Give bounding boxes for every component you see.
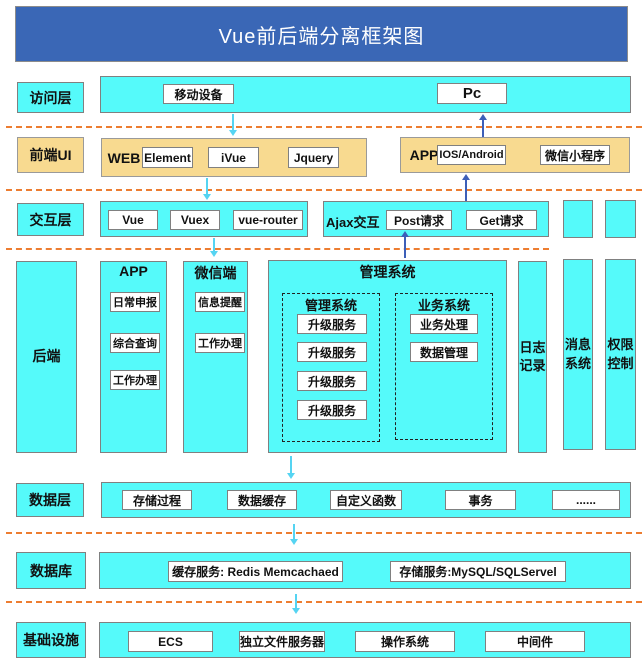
app-panel-title: APP bbox=[409, 147, 439, 163]
work-handling-box-wechat: 工作办理 bbox=[195, 333, 245, 353]
business-processing-box: 业务处理 bbox=[410, 314, 478, 334]
backend-app-column bbox=[100, 261, 167, 453]
work-handling-box-app: 工作办理 bbox=[110, 370, 160, 390]
data-cache-box: 数据缓存 bbox=[227, 490, 297, 510]
backend-app-title: APP bbox=[119, 263, 148, 279]
arrow-interaction-to-backend bbox=[210, 238, 218, 257]
comprehensive-query-box: 综合查询 bbox=[110, 333, 160, 353]
ios-android-box: IOS/Android bbox=[437, 145, 506, 165]
pc-box: Pc bbox=[437, 83, 507, 104]
layer-label-data: 数据层 bbox=[16, 483, 84, 517]
layer-label-interaction: 交互层 bbox=[17, 203, 84, 236]
ajax-panel-title: Ajax交互 bbox=[326, 215, 380, 230]
arrow-mgmt-to-post bbox=[401, 231, 409, 258]
mobile-device-box: 移动设备 bbox=[163, 84, 234, 104]
post-request-box: Post请求 bbox=[386, 210, 452, 230]
transaction-box: 事务 bbox=[445, 490, 516, 510]
get-request-box: Get请求 bbox=[466, 210, 537, 230]
arrow-post-to-ios bbox=[462, 174, 470, 201]
web-panel-title: WEB bbox=[107, 150, 141, 166]
info-reminder-box: 信息提醒 bbox=[195, 292, 245, 312]
ivue-box: iVue bbox=[208, 147, 259, 168]
daily-report-box: 日常申报 bbox=[110, 292, 160, 312]
layer-label-frontend-ui: 前端UI bbox=[17, 137, 84, 173]
operating-system-box: 操作系统 bbox=[355, 631, 455, 652]
backend-wechat-column bbox=[183, 261, 248, 453]
ecs-box: ECS bbox=[128, 631, 213, 652]
dashed-separator-3 bbox=[6, 248, 549, 250]
upgrade-service-box-3: 升级服务 bbox=[297, 371, 367, 391]
upgrade-service-box-1: 升级服务 bbox=[297, 314, 367, 334]
backend-wechat-title: 微信端 bbox=[194, 265, 237, 281]
custom-function-box: 自定义函数 bbox=[330, 490, 402, 510]
vue-box: Vue bbox=[108, 210, 158, 230]
biz-sub-dashed-box bbox=[395, 293, 493, 440]
upgrade-service-box-2: 升级服务 bbox=[297, 342, 367, 362]
arrow-backend-to-data bbox=[287, 456, 295, 479]
file-server-box: 独立文件服务器 bbox=[239, 631, 325, 652]
vue-router-box: vue-router bbox=[233, 210, 303, 230]
message-system-column: 消息系统 bbox=[563, 259, 593, 450]
wechat-miniprogram-box: 微信小程序 bbox=[540, 145, 610, 165]
arrow-app-to-pc bbox=[479, 114, 487, 137]
dashed-separator-2 bbox=[6, 189, 642, 191]
layer-label-access: 访问层 bbox=[17, 82, 84, 113]
upgrade-service-box-4: 升级服务 bbox=[297, 400, 367, 420]
arrow-data-to-database bbox=[290, 524, 298, 545]
jquery-box: Jquery bbox=[288, 147, 339, 168]
permission-control-column: 权限控制 bbox=[605, 259, 636, 450]
management-system-title: 管理系统 bbox=[359, 264, 416, 280]
log-record-column: 日志记录 bbox=[518, 261, 547, 453]
mgmt-sub-dashed-box bbox=[282, 293, 380, 442]
layer-label-database: 数据库 bbox=[16, 552, 86, 589]
cache-service-box: 缓存服务: Redis Memcachaed bbox=[168, 561, 343, 582]
middleware-box: 中间件 bbox=[485, 631, 585, 652]
element-box: Element bbox=[142, 147, 193, 168]
ellipsis-box: ...... bbox=[552, 490, 620, 510]
stored-procedure-box: 存储过程 bbox=[122, 490, 192, 510]
dashed-separator-1 bbox=[6, 126, 642, 128]
storage-service-box: 存储服务:MySQL/SQLServel bbox=[390, 561, 566, 582]
biz-sub-title: 业务系统 bbox=[417, 298, 470, 313]
diagram-title: Vue前后端分离框架图 bbox=[15, 6, 628, 62]
layer-label-infrastructure: 基础设施 bbox=[16, 622, 86, 658]
interaction-spacer-box-2 bbox=[605, 200, 636, 238]
dashed-separator-5 bbox=[6, 601, 642, 603]
mgmt-sub-title: 管理系统 bbox=[304, 298, 357, 313]
layer-label-backend: 后端 bbox=[16, 261, 77, 453]
arrow-web-to-interaction bbox=[203, 178, 211, 200]
interaction-spacer-box-1 bbox=[563, 200, 593, 238]
arrow-mobile-to-web bbox=[229, 114, 237, 136]
arrow-database-to-infra bbox=[292, 594, 300, 614]
vuex-box: Vuex bbox=[170, 210, 220, 230]
dashed-separator-4 bbox=[6, 532, 642, 534]
data-management-box: 数据管理 bbox=[410, 342, 478, 362]
